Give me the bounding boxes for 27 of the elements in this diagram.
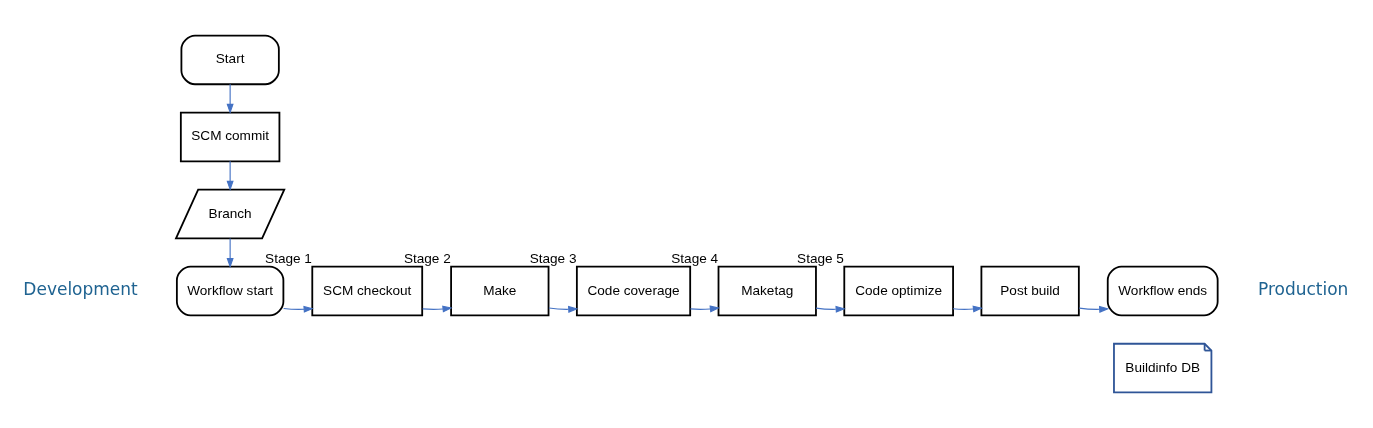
node-label: Stage 3 bbox=[529, 250, 577, 266]
node-box: Code optimize bbox=[843, 265, 954, 317]
node-label: Stage 4 bbox=[671, 250, 719, 266]
arrow bbox=[1078, 305, 1110, 313]
node-box: Maketag bbox=[717, 265, 817, 317]
arrow bbox=[689, 305, 721, 313]
arrow bbox=[226, 237, 234, 269]
node-box: Code coverage bbox=[575, 265, 692, 317]
node-box: Post build bbox=[980, 265, 1080, 317]
node-label: Stage 1 bbox=[265, 250, 312, 266]
arrow bbox=[422, 305, 453, 313]
node-label: Stage 2 bbox=[403, 250, 451, 266]
node-label: Stage 5 bbox=[797, 250, 844, 266]
label: Production bbox=[1258, 279, 1349, 300]
node-box: Start bbox=[180, 34, 280, 86]
arrow bbox=[815, 305, 846, 313]
node-box: SCM commit bbox=[179, 111, 281, 163]
arrow bbox=[226, 83, 234, 115]
node-box: SCM checkout bbox=[311, 265, 424, 317]
arrow bbox=[283, 305, 314, 313]
node-box: Workflow ends bbox=[1106, 265, 1219, 317]
arrow bbox=[548, 305, 579, 313]
arrow bbox=[226, 160, 234, 192]
label: Development bbox=[23, 279, 138, 300]
arrow bbox=[952, 305, 984, 313]
node-box: Make bbox=[450, 265, 550, 317]
node-box: Workflow start bbox=[175, 265, 285, 317]
